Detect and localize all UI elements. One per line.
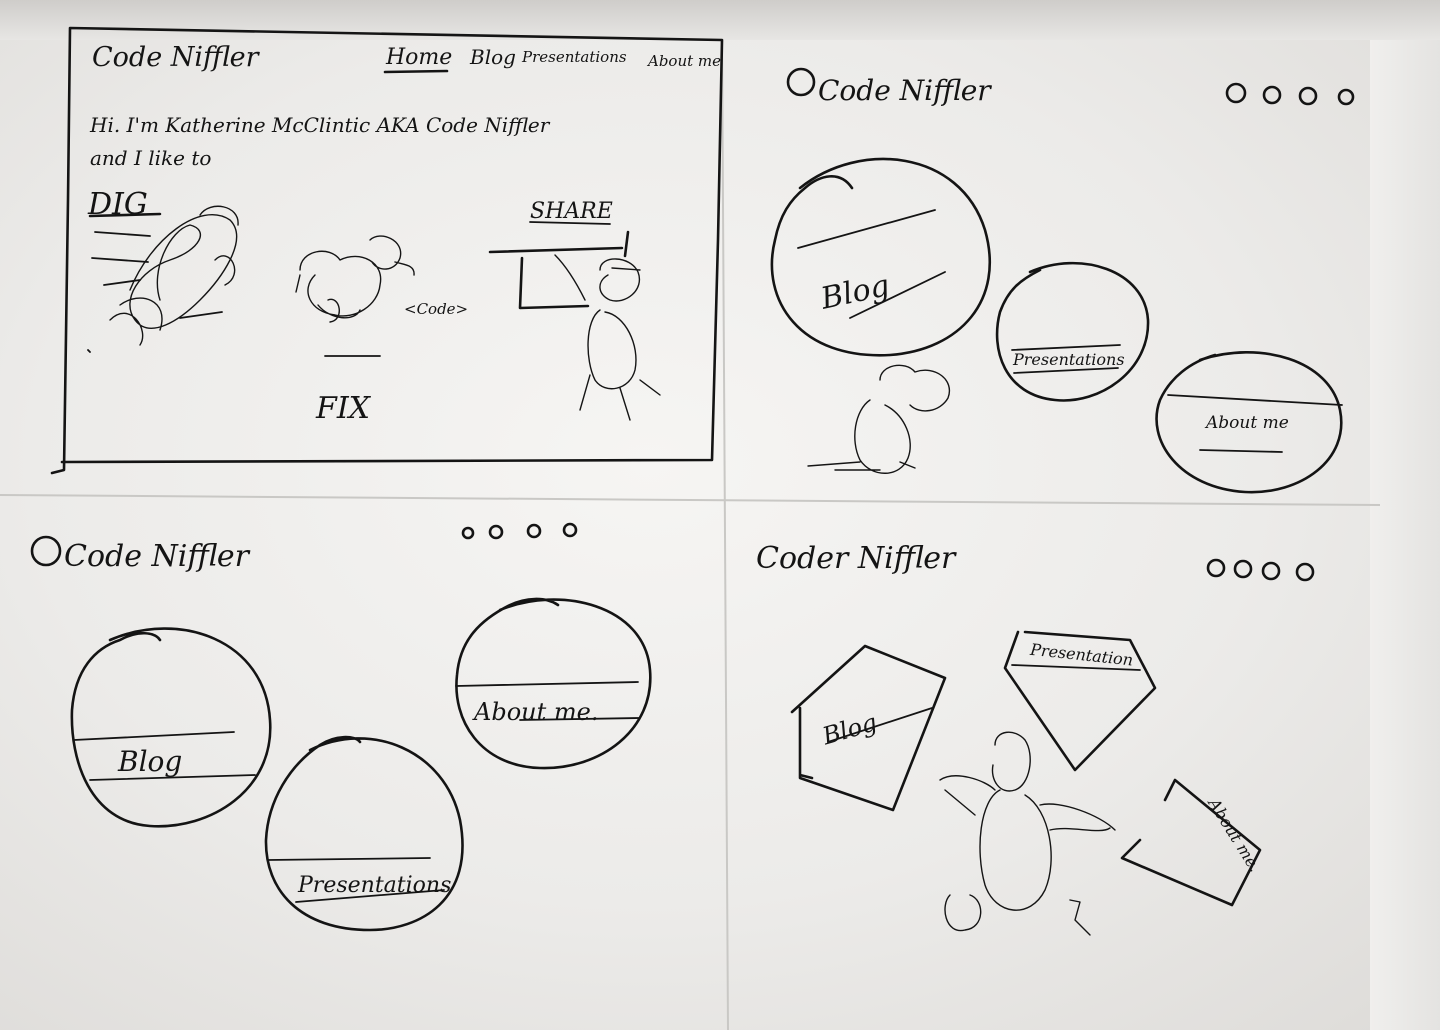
logo-text: Code Niffler — [818, 74, 992, 107]
nav-dots-icon[interactable] — [1225, 82, 1355, 106]
shape-about-kite[interactable]: About me. — [1120, 778, 1265, 907]
shape-presentation-diamond[interactable]: Presentation — [1003, 630, 1157, 772]
logo-text: Code Niffler — [92, 42, 261, 73]
bubble-presentations-label: Presentations — [297, 873, 451, 898]
intro-line-1: Hi. I'm Katherine McClintic AKA Code Nif… — [89, 113, 551, 137]
label-share: SHARE — [530, 199, 613, 224]
logo-text: Code Niffler — [64, 539, 251, 574]
nav-about[interactable]: About me — [646, 52, 721, 70]
photo-top-shadow — [0, 0, 1440, 40]
niffler-standing-drawing — [939, 731, 1116, 936]
sketch-bottom-right: Coder Niffler Blog Presentation About me… — [756, 541, 1315, 936]
bubble-presentations[interactable]: Presentations — [995, 261, 1150, 402]
nav-home[interactable]: Home — [385, 45, 452, 70]
bubble-about[interactable]: About me. — [455, 597, 652, 770]
niffler-digging-drawing — [87, 205, 239, 353]
bubble-blog-label: Blog — [817, 268, 893, 317]
sketch-top-left: Code Niffler Home Blog Presentations Abo… — [50, 26, 724, 475]
niffler-coding-drawing: <Code> — [295, 235, 468, 357]
shape-about-label: About me. — [1203, 793, 1264, 875]
bubble-about-label: About me — [1204, 413, 1289, 433]
bubble-blog[interactable]: Blog — [70, 627, 272, 828]
sketch-bottom-left: Code Niffler Blog Presentations About me… — [30, 522, 652, 932]
bubble-blog-label: Blog — [117, 745, 182, 778]
nav-bar: Home Blog Presentations About me — [383, 45, 721, 74]
nav-home-underline — [383, 69, 449, 74]
logo-text: Coder Niffler — [756, 541, 957, 576]
nav-blog[interactable]: Blog — [469, 45, 516, 69]
horizontal-fold — [0, 494, 1381, 506]
browser-frame — [50, 26, 724, 475]
label-fix: FIX — [315, 391, 372, 426]
bubble-presentations[interactable]: Presentations — [264, 735, 464, 932]
nav-dots-icon[interactable] — [461, 522, 578, 540]
bubble-about[interactable]: About me — [1155, 351, 1343, 494]
logo-circle-icon — [786, 67, 816, 97]
shape-blog-house[interactable]: Blog — [790, 644, 947, 812]
bubble-blog[interactable]: Blog — [770, 157, 991, 357]
vertical-fold — [721, 39, 729, 1030]
nav-dots-icon[interactable] — [1206, 558, 1315, 582]
intro-line-2: and I like to — [90, 146, 211, 170]
nav-presentations[interactable]: Presentations — [521, 48, 627, 66]
shape-blog-label: Blog — [818, 708, 880, 750]
bubble-presentations-label: Presentations — [1012, 350, 1125, 369]
niffler-sitting-drawing — [807, 364, 951, 474]
dig-underline — [88, 212, 162, 218]
code-tag: <Code> — [404, 300, 468, 318]
share-underline — [529, 221, 611, 225]
shape-presentation-label: Presentation — [1028, 640, 1134, 670]
paper-right-edge — [1370, 40, 1440, 1030]
niffler-presenting-drawing — [488, 230, 661, 421]
sketch-top-right: Code Niffler Blog Presentations About me — [770, 67, 1355, 494]
bubble-about-label: About me. — [472, 698, 598, 726]
logo-circle-icon — [30, 535, 62, 567]
